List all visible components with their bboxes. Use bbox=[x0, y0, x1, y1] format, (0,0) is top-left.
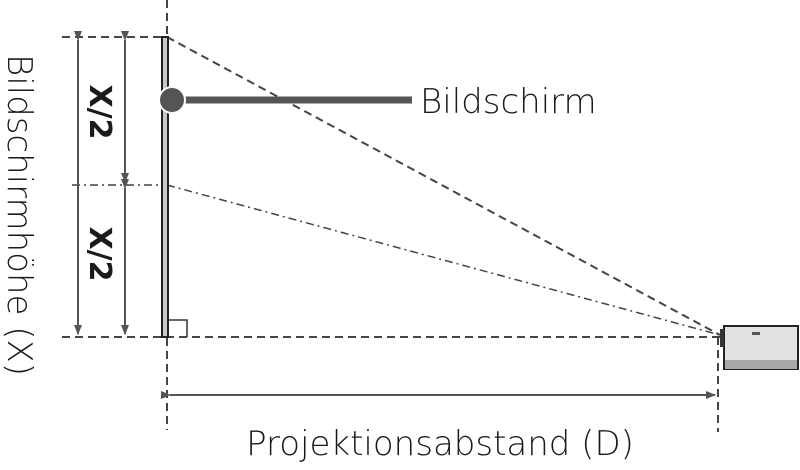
screen-height-label: Bildschirmhöhe (X) bbox=[0, 54, 39, 376]
projector-icon bbox=[720, 325, 799, 370]
right-angle-mark bbox=[169, 319, 188, 337]
projection-ray-top bbox=[166, 36, 721, 336]
screen-panel bbox=[161, 36, 169, 338]
half-top-label: X/2 bbox=[82, 85, 117, 140]
screen-pointer-dot bbox=[158, 86, 186, 114]
projection-ray-center bbox=[166, 184, 721, 336]
distance-label: Projektionsabstand (D) bbox=[246, 424, 634, 464]
half-bottom-label: X/2 bbox=[82, 227, 117, 282]
screen-label: Bildschirm bbox=[420, 82, 597, 122]
